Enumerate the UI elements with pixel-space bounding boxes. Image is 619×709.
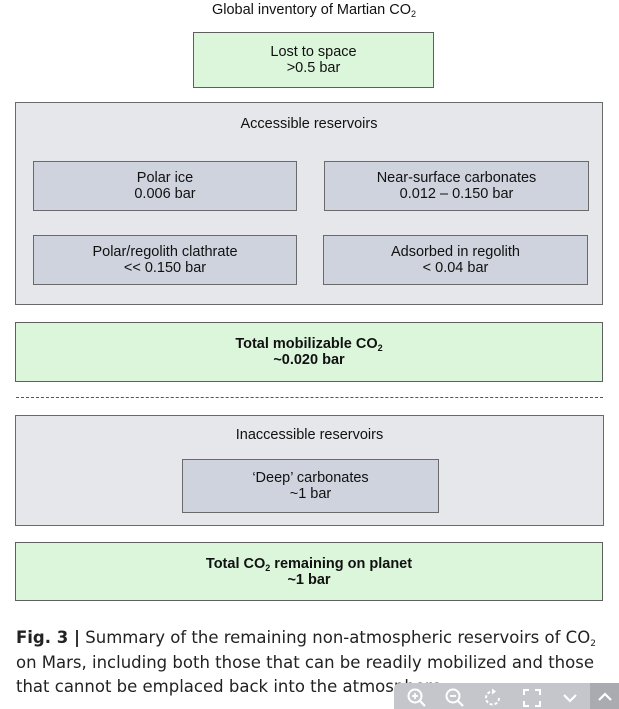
diagram-title-text: Global inventory of Martian CO xyxy=(211,2,412,18)
total-remaining-box: Total CO2 remaining on planet ~1 bar xyxy=(15,542,603,601)
deep-carbonates-label: ‘Deep’ carbonates xyxy=(252,470,369,486)
near-surface-carbonates-label: Near-surface carbonates xyxy=(376,170,537,186)
fullscreen-icon[interactable] xyxy=(518,687,546,709)
caption-text-after: on Mars, including both those that can b… xyxy=(16,652,594,697)
adsorbed-regolith-value: < 0.04 bar xyxy=(422,260,489,276)
chevron-down-icon[interactable] xyxy=(556,687,584,709)
viewer-toolbar xyxy=(394,683,619,709)
deep-carbonates-value: ~1 bar xyxy=(289,486,332,502)
polar-ice-box: Polar ice 0.006 bar xyxy=(33,161,297,211)
total-mobilizable-value: ~0.020 bar xyxy=(273,352,345,368)
dashed-divider xyxy=(16,397,603,398)
clathrate-label: Polar/regolith clathrate xyxy=(92,244,238,260)
clathrate-box: Polar/regolith clathrate << 0.150 bar xyxy=(33,235,297,285)
total-remaining-label-suffix: remaining on planet xyxy=(270,555,413,572)
total-mobilizable-label-text: Total mobilizable CO xyxy=(235,336,378,352)
caption-text-before: Summary of the remaining non-atmospheric… xyxy=(80,628,591,647)
deep-carbonates-box: ‘Deep’ carbonates ~1 bar xyxy=(182,459,439,513)
figure-label: Fig. 3 | xyxy=(16,628,81,647)
total-remaining-label: Total CO2 remaining on planet xyxy=(205,555,413,573)
lost-to-space-box: Lost to space >0.5 bar xyxy=(193,32,434,88)
total-remaining-subscript: 2 xyxy=(265,562,271,573)
accessible-reservoirs-title: Accessible reservoirs xyxy=(240,116,378,132)
rotate-icon[interactable] xyxy=(479,687,507,709)
figure-caption: Fig. 3 | Summary of the remaining non-at… xyxy=(16,626,606,700)
total-remaining-value: ~1 bar xyxy=(287,571,331,588)
diagram-title-subscript: 2 xyxy=(411,9,417,19)
diagram-title: Global inventory of Martian CO2 xyxy=(0,2,619,19)
polar-ice-value: 0.006 bar xyxy=(134,186,196,202)
clathrate-value: << 0.150 bar xyxy=(123,260,207,276)
total-mobilizable-label: Total mobilizable CO2 xyxy=(235,336,383,353)
near-surface-carbonates-value: 0.012 – 0.150 bar xyxy=(399,186,514,202)
total-mobilizable-subscript: 2 xyxy=(377,343,383,353)
zoom-in-icon[interactable] xyxy=(403,687,431,709)
caption-subscript: 2 xyxy=(590,639,596,649)
chevron-up-icon[interactable] xyxy=(590,683,619,709)
lost-to-space-value: >0.5 bar xyxy=(286,60,341,76)
inaccessible-reservoirs-title: Inaccessible reservoirs xyxy=(235,427,384,443)
lost-to-space-label: Lost to space xyxy=(270,44,357,60)
polar-ice-label: Polar ice xyxy=(136,170,194,186)
near-surface-carbonates-box: Near-surface carbonates 0.012 – 0.150 ba… xyxy=(324,161,589,211)
total-remaining-label-prefix: Total CO xyxy=(205,555,266,572)
adsorbed-regolith-box: Adsorbed in regolith < 0.04 bar xyxy=(323,235,588,285)
zoom-out-icon[interactable] xyxy=(441,687,469,709)
total-mobilizable-box: Total mobilizable CO2 ~0.020 bar xyxy=(15,322,603,382)
adsorbed-regolith-label: Adsorbed in regolith xyxy=(391,244,520,260)
